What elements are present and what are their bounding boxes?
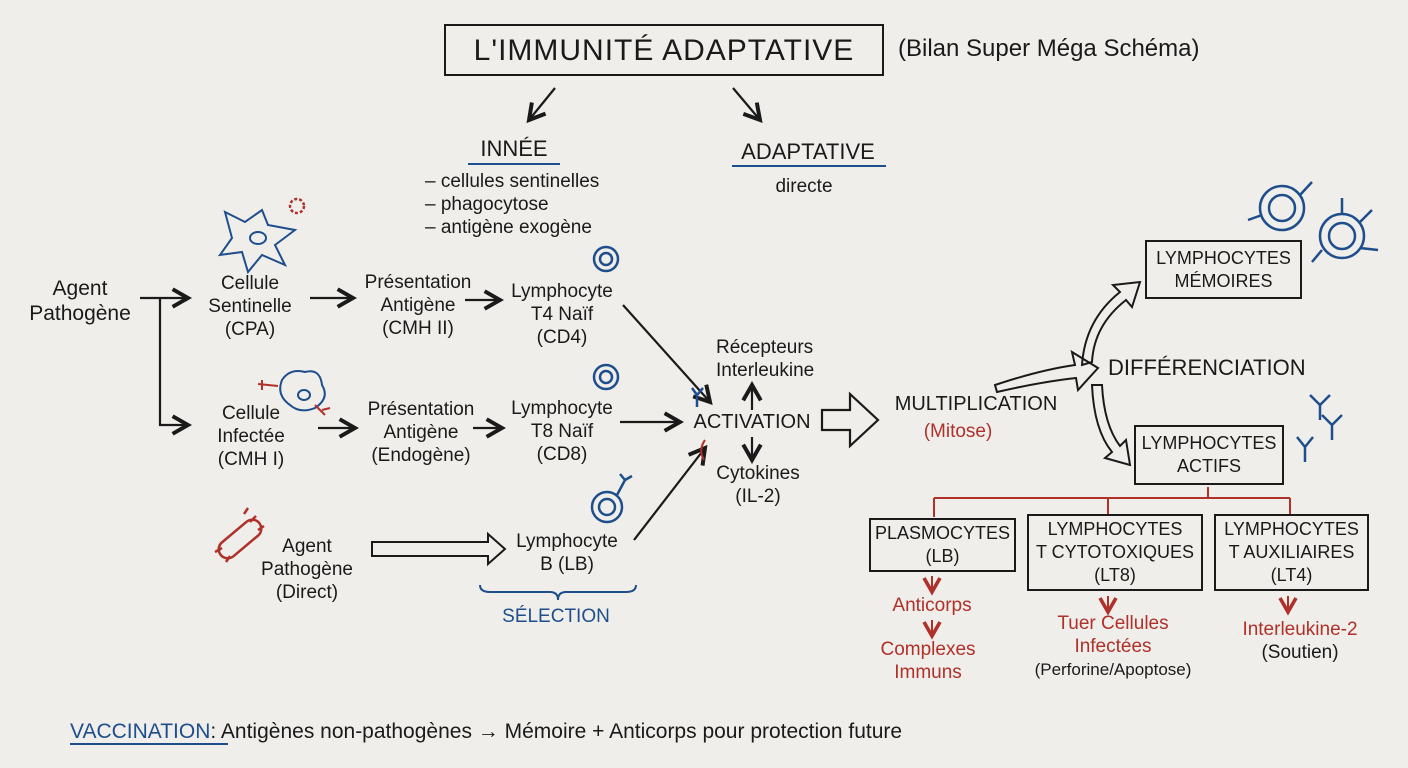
differenciation-label: DIFFÉRENCIATION: [1108, 355, 1306, 380]
lt4-effect: Interleukine-2(Soutien): [1242, 619, 1358, 663]
subtitle: (Bilan Super Méga Schéma): [898, 35, 1200, 62]
box-plasmocytes: PLASMOCYTES(LB): [869, 518, 1016, 572]
title-box: L'IMMUNITÉ ADAPTATIVE: [444, 24, 884, 76]
activation-label: ACTIVATION: [693, 411, 811, 433]
infected-cell-icon: [279, 370, 326, 412]
innee-list: – cellules sentinelles – phagocytose – a…: [425, 170, 599, 239]
antibody-icon: [1296, 394, 1343, 462]
selection-label: SÉLECTION: [502, 606, 610, 627]
vaccination-label: VACCINATION: [70, 720, 211, 743]
vaccination-note: VACCINATION: Antigènes non-pathogènes → …: [70, 720, 902, 743]
adaptative-sub: directe: [775, 176, 833, 197]
innee-item: – cellules sentinelles: [425, 171, 600, 192]
sentinel-cell-icon: [217, 208, 298, 275]
mitose-label: (Mitose): [923, 421, 993, 442]
t4-lymphocyte-icon: [592, 245, 620, 273]
antigen-icon: [288, 197, 306, 215]
b-lymphocyte-icon: [590, 473, 633, 524]
adaptative-heading: ADAPTATIVE: [741, 139, 875, 164]
innee-item: – phagocytose: [425, 194, 549, 215]
receptor-icon: [257, 380, 331, 416]
vaccination-text: : Antigènes non-pathogènes → Mémoire + A…: [210, 720, 903, 743]
bacteria-icon: [214, 507, 265, 563]
innee-heading: INNÉE: [480, 136, 548, 161]
receptor-small-icon: [690, 387, 704, 407]
page-title: L'IMMUNITÉ ADAPTATIVE: [473, 33, 855, 67]
anticorps: Anticorps: [892, 595, 972, 616]
innee-item: – antigène exogène: [425, 217, 592, 238]
memory-cell-icon: [1247, 181, 1379, 263]
cytokine-icon: [700, 439, 706, 461]
multiplication-label: MULTIPLICATION: [894, 393, 1058, 415]
cytokines: Cytokines(IL-2): [716, 463, 800, 507]
t8-lymphocyte-icon: [592, 363, 620, 391]
